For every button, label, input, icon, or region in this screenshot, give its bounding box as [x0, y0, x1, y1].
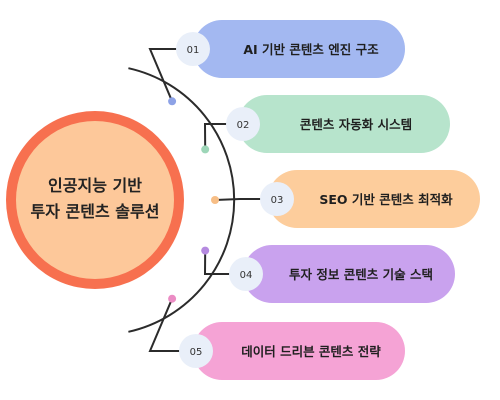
- item-04: 투자 정보 콘텐츠 기술 스택 04: [229, 245, 455, 303]
- arc-dot: [211, 196, 219, 204]
- item-pill: [243, 245, 455, 303]
- item-label: SEO 기반 콘텐츠 최적화: [319, 192, 453, 207]
- item-number-badge: [179, 334, 213, 368]
- item-01: AI 기반 콘텐츠 엔진 구조 01: [176, 20, 405, 78]
- item-05: 데이터 드리븐 콘텐츠 전략 05: [179, 322, 405, 380]
- item-number-badge: [176, 32, 210, 66]
- item-number: 04: [240, 270, 253, 281]
- item-label: 투자 정보 콘텐츠 기술 스택: [289, 267, 433, 282]
- item-pill: [193, 20, 405, 78]
- item-pill: [193, 322, 405, 380]
- item-pill: [238, 95, 450, 153]
- arc-dot: [168, 294, 177, 303]
- item-label: 데이터 드리븐 콘텐츠 전략: [241, 344, 381, 359]
- hub-title-line1: 인공지능 기반: [48, 176, 142, 195]
- item-number-badge: [226, 107, 260, 141]
- arc-dot: [168, 97, 177, 106]
- item-number: 05: [190, 347, 203, 358]
- item-label: AI 기반 콘텐츠 엔진 구조: [243, 42, 379, 57]
- item-03: SEO 기반 콘텐츠 최적화 03: [260, 170, 480, 228]
- item-number: 01: [187, 45, 200, 56]
- item-number: 02: [237, 120, 250, 131]
- item-pill: [268, 170, 480, 228]
- item-number-badge: [260, 182, 294, 216]
- arc-dot: [201, 246, 210, 255]
- hub-title-line2: 투자 콘텐츠 솔루션: [31, 202, 160, 221]
- item-number: 03: [271, 195, 284, 206]
- hub: 인공지능 기반 투자 콘텐츠 솔루션: [6, 111, 184, 289]
- item-label: 콘텐츠 자동화 시스템: [300, 117, 412, 132]
- hub-fill: [16, 121, 174, 279]
- arc-dot: [201, 145, 210, 154]
- item-02: 콘텐츠 자동화 시스템 02: [226, 95, 450, 153]
- item-number-badge: [229, 257, 263, 291]
